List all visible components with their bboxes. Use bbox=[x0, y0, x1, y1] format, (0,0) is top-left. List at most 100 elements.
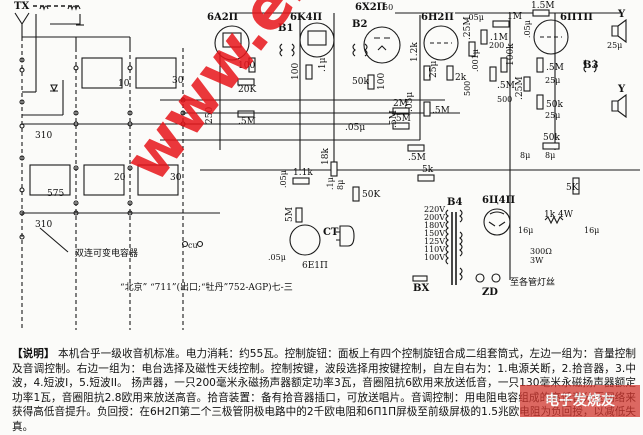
svg-text:20K: 20K bbox=[238, 85, 256, 95]
antenna-icon bbox=[14, 12, 30, 37]
svg-text:100: 100 bbox=[377, 73, 387, 90]
svg-text:.001μ: .001μ bbox=[471, 49, 480, 72]
svg-text:.1μ: .1μ bbox=[318, 57, 328, 72]
svg-text:220V: 220V bbox=[424, 205, 445, 214]
svg-text:B3: B3 bbox=[583, 60, 598, 71]
description-tag: 【说明】 bbox=[12, 348, 55, 360]
svg-text:2k: 2k bbox=[455, 73, 467, 83]
svg-text:6A2П: 6A2П bbox=[207, 12, 238, 23]
tone-pot[interactable] bbox=[489, 66, 497, 82]
svg-text:300Ω: 300Ω bbox=[530, 247, 552, 256]
svg-text:6K4П: 6K4П bbox=[290, 12, 322, 23]
svg-text:16μ: 16μ bbox=[584, 226, 599, 235]
svg-text:16μ: 16μ bbox=[518, 226, 533, 235]
svg-text:30: 30 bbox=[172, 76, 184, 86]
svg-text:.25M: .25M bbox=[463, 16, 473, 40]
svg-text:50k: 50k bbox=[352, 77, 369, 87]
svg-text:6Ц4П: 6Ц4П bbox=[482, 195, 515, 206]
svg-text:310: 310 bbox=[35, 220, 52, 230]
svg-text:1.5M: 1.5M bbox=[531, 1, 555, 11]
svg-text:500: 500 bbox=[497, 95, 512, 104]
antenna-label: TX bbox=[14, 1, 29, 12]
svg-text:BX: BX bbox=[413, 283, 429, 294]
svg-text:1k 4W: 1k 4W bbox=[544, 210, 574, 220]
svg-text:100: 100 bbox=[238, 61, 255, 71]
svg-text:.05μ: .05μ bbox=[466, 13, 484, 22]
svg-text:.5M: .5M bbox=[408, 153, 426, 163]
tube-6H2P: 6H2П 1.2k 25μ 2k .05μ .5M .5M .5M bbox=[389, 12, 467, 163]
svg-text:5k: 5k bbox=[422, 165, 434, 175]
svg-text:.5M: .5M bbox=[389, 110, 399, 128]
tube-6A2P: 6A2П 100 20K .5M 250 bbox=[205, 12, 256, 150]
svg-text:.5M: .5M bbox=[393, 114, 411, 124]
tube-6P1P: 6П1П 1.5M .05μ .25M .5M 25μ 50k 25μ 50k … bbox=[515, 1, 593, 160]
woofer-speaker-icon bbox=[611, 93, 627, 119]
svg-text:575: 575 bbox=[47, 189, 64, 199]
svg-text:30: 30 bbox=[170, 173, 182, 183]
svg-text:.05μ: .05μ bbox=[268, 253, 286, 262]
svg-text:6X2П: 6X2П bbox=[355, 2, 386, 13]
model-caption: “北京” “711”(出口;“牡丹”752-AGP)七-三 bbox=[120, 281, 293, 293]
site-logo: 电子发烧友 bbox=[520, 385, 640, 417]
svg-text:5K: 5K bbox=[566, 183, 579, 193]
svg-text:25μ: 25μ bbox=[545, 111, 560, 120]
svg-text:.5M: .5M bbox=[497, 81, 515, 91]
svg-text:8μ: 8μ bbox=[336, 180, 345, 190]
svg-text:Y: Y bbox=[617, 84, 626, 95]
diode-icon bbox=[50, 84, 58, 93]
svg-text:.05μ: .05μ bbox=[345, 123, 365, 133]
antenna-section: TX bbox=[14, 1, 131, 116]
tube-6E1P: 1.1k 18k .1μ 8μ 50K 5M 6E1П .05μ .05μ bbox=[268, 148, 380, 271]
svg-text:50k: 50k bbox=[543, 133, 560, 143]
output-section: B3 25μ Y Y bbox=[583, 9, 627, 119]
svg-text:250: 250 bbox=[205, 107, 215, 124]
wiring bbox=[160, 12, 640, 280]
svg-text:500: 500 bbox=[463, 81, 472, 96]
svg-text:100: 100 bbox=[291, 63, 301, 80]
svg-text:180V: 180V bbox=[424, 221, 445, 230]
svg-text:50K: 50K bbox=[362, 190, 380, 200]
power-supply: CT 5k B4 220V 200V 180V 150V 125V 110V 1… bbox=[323, 165, 599, 298]
svg-text:3W: 3W bbox=[530, 256, 544, 265]
svg-text:8μ: 8μ bbox=[520, 151, 530, 160]
svg-text:至各管灯丝: 至各管灯丝 bbox=[510, 276, 555, 288]
svg-text:8μ: 8μ bbox=[545, 151, 555, 160]
svg-text:1.2k: 1.2k bbox=[410, 42, 420, 62]
svg-text:.05μ: .05μ bbox=[523, 20, 532, 38]
svg-text:50k: 50k bbox=[546, 100, 563, 110]
svg-text:.1M: .1M bbox=[490, 33, 508, 43]
antenna-coil-icon bbox=[39, 5, 49, 11]
svg-text:18k: 18k bbox=[321, 148, 331, 165]
svg-text:110V: 110V bbox=[424, 245, 445, 254]
svg-text:.5M: .5M bbox=[432, 106, 450, 116]
svg-text:ZD: ZD bbox=[482, 287, 498, 298]
svg-text:125V: 125V bbox=[424, 237, 445, 246]
rf-coil-bank: 10 30 20 30 575 310 310 双连可变电容器 bbox=[29, 57, 184, 259]
svg-text:B4: B4 bbox=[447, 197, 462, 208]
radio-schematic: TX 10 bbox=[14, 1, 640, 330]
svg-text:.5M: .5M bbox=[238, 117, 256, 127]
svg-text:200V: 200V bbox=[424, 213, 445, 222]
svg-text:150V: 150V bbox=[424, 229, 445, 238]
variable-cap-note: 双连可变电容器 bbox=[75, 247, 138, 259]
pickup-jack[interactable]: cu bbox=[181, 240, 204, 250]
variable-cap-pointer bbox=[39, 227, 69, 253]
svg-text:25μ: 25μ bbox=[429, 61, 439, 78]
power-plug-icon bbox=[336, 225, 355, 247]
svg-text:.25M: .25M bbox=[515, 76, 525, 100]
svg-text:CT: CT bbox=[323, 227, 339, 238]
antenna-coil-icon bbox=[67, 5, 81, 11]
svg-text:.1μ: .1μ bbox=[326, 177, 335, 190]
svg-text:1.1k: 1.1k bbox=[293, 168, 313, 178]
fuse-icon bbox=[412, 275, 428, 282]
volume-pot[interactable] bbox=[407, 144, 425, 152]
svg-text:100k: 100k bbox=[506, 43, 516, 66]
svg-text:.05μ: .05μ bbox=[405, 92, 415, 112]
svg-text:100V: 100V bbox=[424, 253, 445, 262]
svg-text:10: 10 bbox=[118, 79, 130, 89]
svg-text:cu: cu bbox=[188, 241, 198, 250]
svg-text:6E1П: 6E1П bbox=[302, 261, 328, 271]
svg-text:.5M: .5M bbox=[546, 63, 564, 73]
svg-text:B1: B1 bbox=[278, 23, 293, 34]
svg-text:200: 200 bbox=[489, 41, 504, 50]
